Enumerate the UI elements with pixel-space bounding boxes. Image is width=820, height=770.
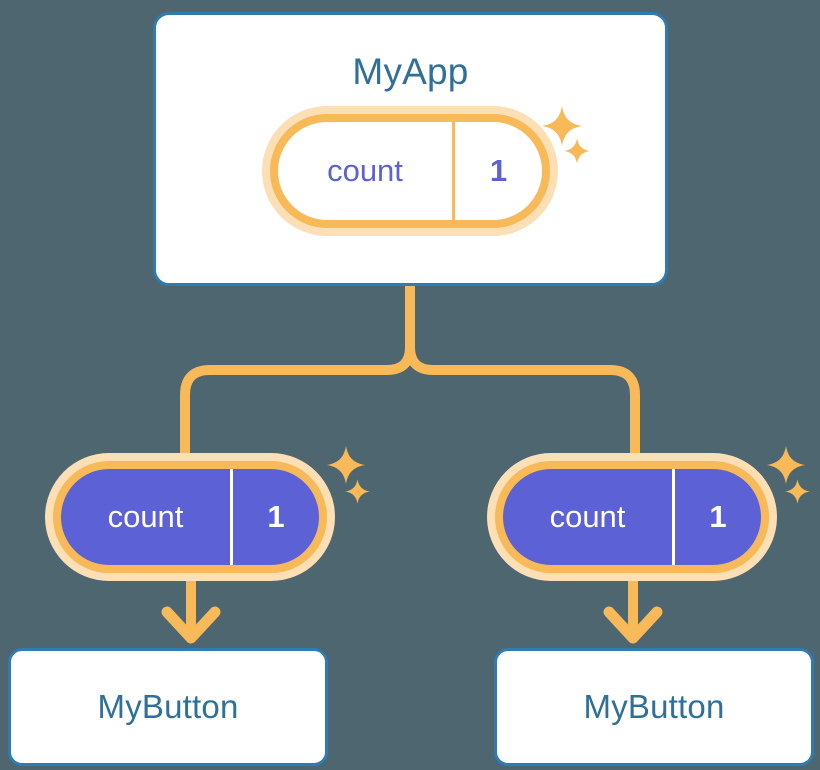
arrow-head-right <box>603 606 663 644</box>
state-key-label: count <box>503 469 675 565</box>
component-card-mybutton-left[interactable]: MyButton <box>8 648 328 766</box>
state-pill-child-left[interactable]: count 1 <box>53 461 327 573</box>
state-pill-child-right[interactable]: count 1 <box>495 461 769 573</box>
state-value-label: 1 <box>489 153 508 188</box>
page-title: MyApp <box>352 51 469 92</box>
state-key-label: count <box>61 469 233 565</box>
component-label: MyButton <box>583 688 725 725</box>
component-card-mybutton-right[interactable]: MyButton <box>494 648 814 766</box>
connector-branch-left <box>180 346 415 470</box>
state-value-label: 1 <box>267 499 285 534</box>
state-key-label: count <box>278 122 455 220</box>
arrow-head-left <box>161 606 221 644</box>
component-label: MyButton <box>97 688 239 725</box>
state-pill-root[interactable]: count 1 <box>270 114 550 228</box>
connector-branch-right <box>405 346 640 470</box>
state-value-label: 1 <box>709 499 727 534</box>
